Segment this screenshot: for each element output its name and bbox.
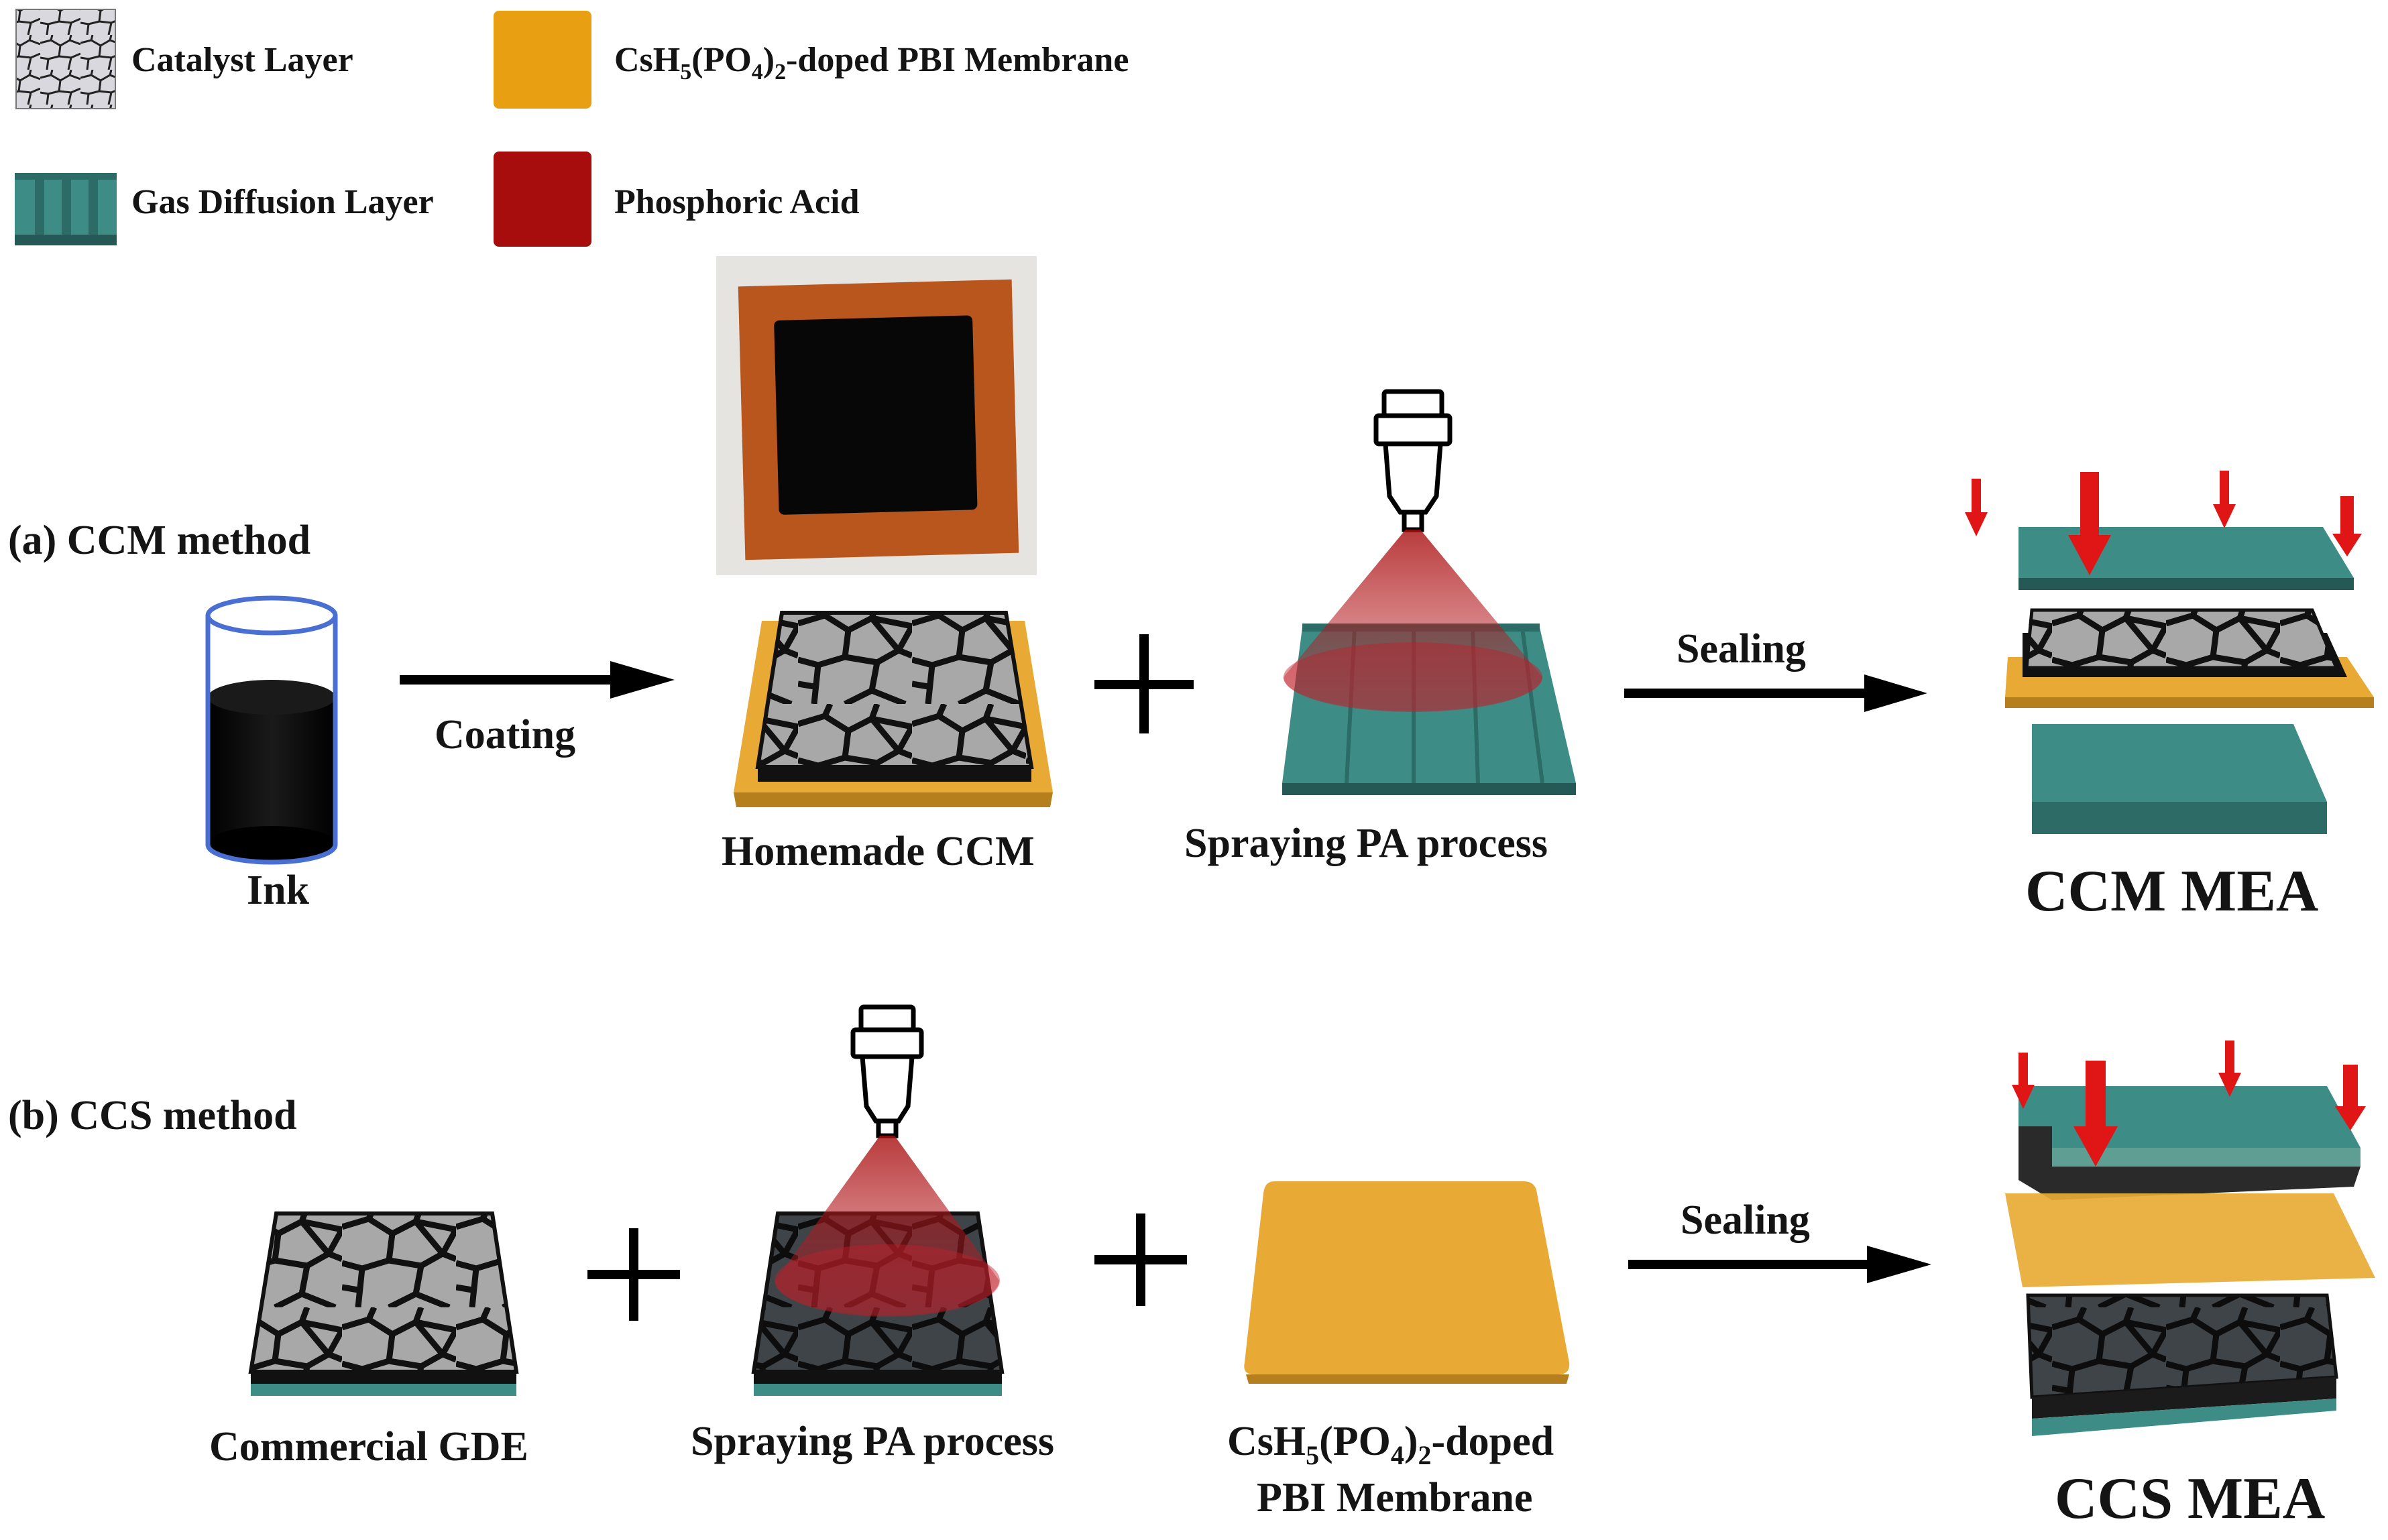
legend-gdl-label: Gas Diffusion Layer xyxy=(131,183,434,221)
acid-swatch xyxy=(494,152,591,247)
sealing-label-b: Sealing xyxy=(1681,1197,1810,1243)
ccs-mea-stack xyxy=(2005,1086,2375,1436)
legend-membrane-label: CsH5(PO4)2-doped PBI Membrane xyxy=(614,41,1129,84)
plus-sign-b1 xyxy=(587,1228,680,1321)
legend-catalyst-label: Catalyst Layer xyxy=(131,41,353,79)
panel-b: (b) CCS method Commercial GDE Spraying P… xyxy=(8,1004,2375,1531)
plus-sign-a xyxy=(1094,634,1194,733)
sealing-label-a: Sealing xyxy=(1676,626,1806,672)
spray-cone-a xyxy=(1284,530,1542,711)
sealing-arrow-a-head xyxy=(1864,674,1927,712)
homemade-ccm xyxy=(734,611,1053,807)
spray-footprint-a xyxy=(1284,642,1542,712)
spray-label-b: Spraying PA process xyxy=(691,1419,1054,1464)
pressure-arrows-a xyxy=(1965,471,2362,575)
sealing-arrow-b-head xyxy=(1867,1246,1931,1283)
ccm-mea-label: CCM MEA xyxy=(2025,859,2318,924)
plus-sign-b2 xyxy=(1094,1213,1187,1306)
ccm-mea-stack xyxy=(2005,527,2374,834)
spray-nozzle-a xyxy=(1373,389,1453,532)
legend-acid-label: Phosphoric Acid xyxy=(614,183,860,221)
membrane-swatch xyxy=(494,11,591,109)
commercial-gde-label: Commercial GDE xyxy=(209,1424,528,1470)
homemade-ccm-label: Homemade CCM xyxy=(722,829,1035,874)
pbi-membrane xyxy=(1244,1181,1570,1384)
legend: Catalyst Layer CsH5(PO4)2-doped PBI Memb… xyxy=(15,9,1129,247)
panel-a: (a) CCM method Ink Coating Homemade CCM xyxy=(8,256,2374,924)
spray-label-a: Spraying PA process xyxy=(1184,821,1548,866)
ink-vial xyxy=(205,595,338,865)
commercial-gde xyxy=(248,1211,519,1396)
panel-a-title: (a) CCM method xyxy=(8,518,310,563)
spray-footprint-b xyxy=(775,1244,1000,1317)
spray-cone-b xyxy=(775,1136,999,1315)
pbi-membrane-label-line2: PBI Membrane xyxy=(1257,1475,1533,1521)
pressure-arrows-b xyxy=(2012,1041,2366,1167)
coating-label: Coating xyxy=(435,712,575,758)
panel-b-title: (b) CCS method xyxy=(8,1093,297,1138)
coating-arrow-head xyxy=(610,661,675,699)
ink-label: Ink xyxy=(247,868,310,913)
pbi-membrane-label-line1: CsH5(PO4)2-doped xyxy=(1227,1419,1554,1470)
ccs-mea-label: CCS MEA xyxy=(2055,1466,2325,1531)
ccm-photo xyxy=(716,256,1037,575)
spray-nozzle-b xyxy=(850,1004,924,1138)
catalyst-swatch xyxy=(15,9,116,109)
gdl-swatch xyxy=(15,173,117,245)
